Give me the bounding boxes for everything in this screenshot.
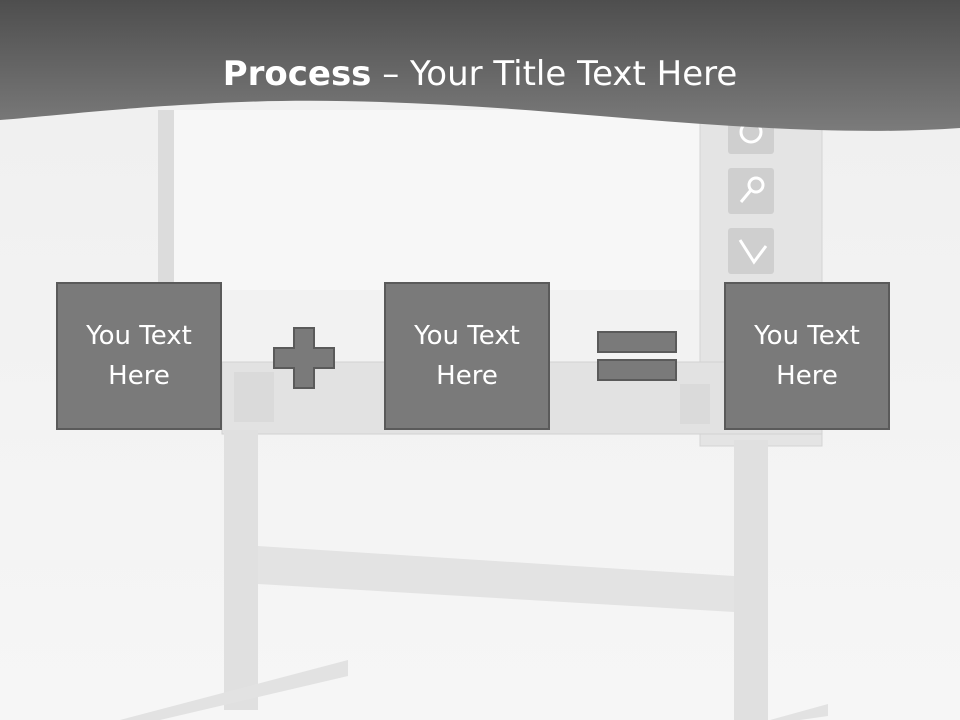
toolbar-magnifier-icon [728, 168, 774, 214]
header-band [0, 0, 960, 131]
title-bold-part: Process [222, 54, 372, 94]
page-title: Process – Your Title Text Here [0, 50, 960, 98]
process-box-3-text: You Text Here [754, 321, 860, 391]
process-box-2[interactable]: You Text Here [384, 282, 550, 430]
whiteboard-stand [120, 430, 828, 720]
title-regular-part: – Your Title Text Here [371, 54, 738, 94]
plus-icon [273, 327, 335, 389]
process-box-1-text: You Text Here [86, 321, 192, 391]
process-box-2-text: You Text Here [414, 321, 520, 391]
process-box-1[interactable]: You Text Here [56, 282, 222, 430]
process-box-3[interactable]: You Text Here [724, 282, 890, 430]
equals-icon [597, 331, 677, 381]
toolbar-pen-icon [728, 228, 774, 274]
